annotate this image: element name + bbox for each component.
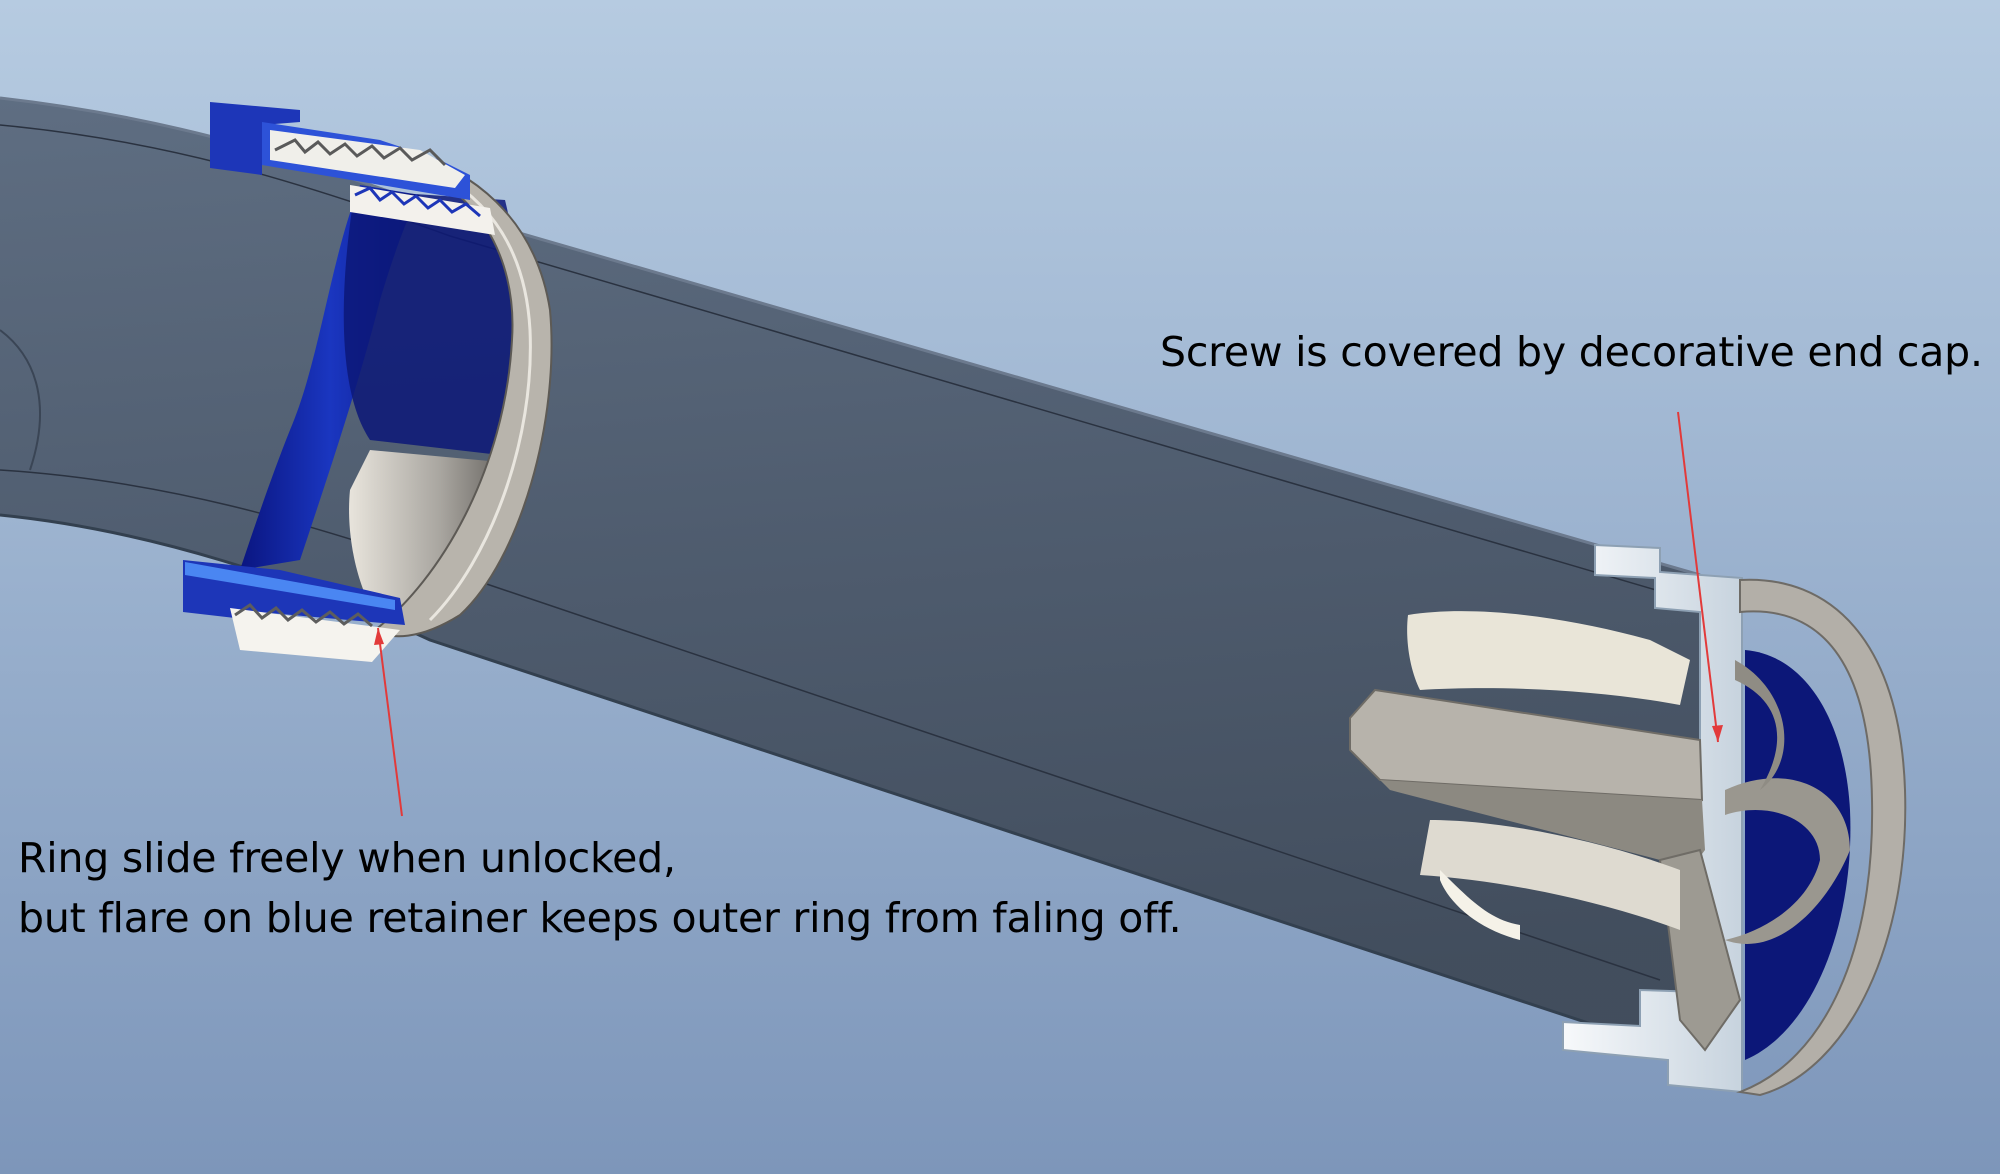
decorative-end-cap: [1562, 543, 1907, 1097]
screw: [1349, 611, 1742, 1052]
end-cap-callout: Screw is covered by decorative end cap.: [1160, 328, 1983, 376]
blue-retainer-bottom: [183, 560, 405, 662]
end-cap-leader-arrow: [1712, 725, 1723, 742]
blue-retainer-top: [210, 102, 495, 235]
inner-bore-blue: [240, 185, 518, 570]
ring-callout-line-2: but flare on blue retainer keeps outer r…: [18, 894, 1182, 942]
ring-leader-arrow: [374, 628, 384, 645]
ring-leader-line: [377, 627, 403, 817]
ring-callout-line-1: Ring slide freely when unlocked,: [18, 834, 676, 882]
end-cap-leader-line: [1677, 411, 1719, 743]
ring-callout: Ring slide freely when unlocked, but fla…: [18, 828, 1182, 948]
outer-ring: [349, 148, 553, 638]
